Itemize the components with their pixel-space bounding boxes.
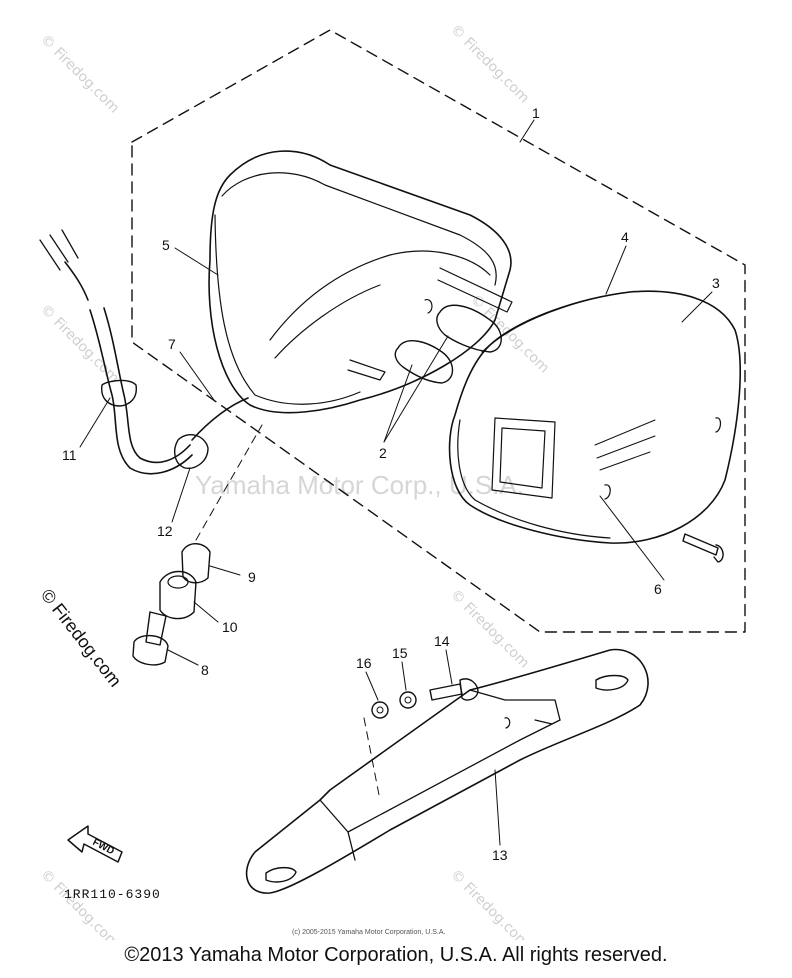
diagram-number: 1RR110-6390 (64, 887, 161, 902)
leader-11 (79, 397, 111, 448)
leader-4 (605, 245, 627, 295)
leader-10 (193, 601, 219, 623)
leader-8 (167, 649, 199, 666)
watermark-center: Yamaha Motor Corp., U.S.A. (195, 470, 524, 500)
leader-6 (599, 495, 665, 581)
leader-2b (383, 335, 449, 443)
label-2: 2 (379, 445, 387, 461)
washer-15 (399, 691, 417, 709)
fine-print: (c) 2005-2015 Yamaha Motor Corporation, … (292, 929, 445, 936)
watermark-low-mid: © Firedog.com (447, 587, 532, 672)
leader-1 (519, 119, 535, 143)
label-13: 13 (492, 847, 508, 863)
leader-5 (174, 247, 219, 276)
parts-diagram: © Firedog.com © Firedog.com © Firedog.co… (37, 22, 746, 940)
label-4: 4 (621, 229, 629, 245)
label-7: 7 (168, 336, 176, 352)
label-9: 9 (248, 569, 256, 585)
watermark-layer: © Firedog.com © Firedog.com © Firedog.co… (37, 22, 552, 940)
assembly-boundary-dashed (131, 29, 746, 633)
leader-15 (401, 661, 407, 691)
watermark-mid-left: © Firedog.com (37, 302, 122, 387)
watermark-bottom-right: © Firedog.com (447, 867, 532, 940)
wire-harness (39, 229, 249, 475)
bulbs (394, 304, 502, 384)
lens-cover (448, 290, 741, 544)
label-8: 8 (201, 662, 209, 678)
leader-9 (209, 565, 241, 576)
leader-16 (365, 671, 379, 701)
washer-16 (371, 701, 389, 719)
label-3: 3 (712, 275, 720, 291)
leader-3 (681, 291, 713, 323)
bolt-8 (132, 611, 169, 666)
watermark-bottom-left: © Firedog.com (37, 867, 122, 940)
label-16: 16 (356, 655, 372, 671)
watermark-side-left: © Firedog.com (37, 585, 126, 691)
watermark-top-right: © Firedog.com (447, 22, 532, 107)
collar-9 (181, 543, 211, 584)
watermark-top-left: © Firedog.com (37, 32, 122, 117)
leader-2a (383, 364, 413, 443)
leader-12 (171, 467, 191, 523)
leader-16-link (363, 717, 381, 801)
leader-13 (494, 769, 501, 846)
leader-14 (445, 649, 453, 685)
screw-6 (682, 533, 724, 563)
leader-7 (179, 351, 215, 401)
bracket-13 (245, 648, 649, 894)
label-14: 14 (434, 633, 450, 649)
copyright-footer: ©2013 Yamaha Motor Corporation, U.S.A. A… (124, 944, 668, 966)
label-5: 5 (162, 237, 170, 253)
forward-arrow: FWD (67, 825, 123, 863)
leader-9-link (195, 424, 263, 541)
label-6: 6 (654, 581, 662, 597)
callout-labels: 1 2 3 4 5 6 7 8 9 10 11 12 13 14 15 16 (62, 105, 720, 863)
label-15: 15 (392, 645, 408, 661)
watermark-mid-right: © Firedog.com (467, 292, 552, 377)
grommet-10 (159, 570, 197, 620)
bolt-14 (429, 678, 479, 701)
lens-housing (208, 150, 513, 414)
label-10: 10 (222, 619, 238, 635)
label-11: 11 (62, 447, 77, 463)
label-1: 1 (532, 105, 540, 121)
label-12: 12 (157, 523, 173, 539)
